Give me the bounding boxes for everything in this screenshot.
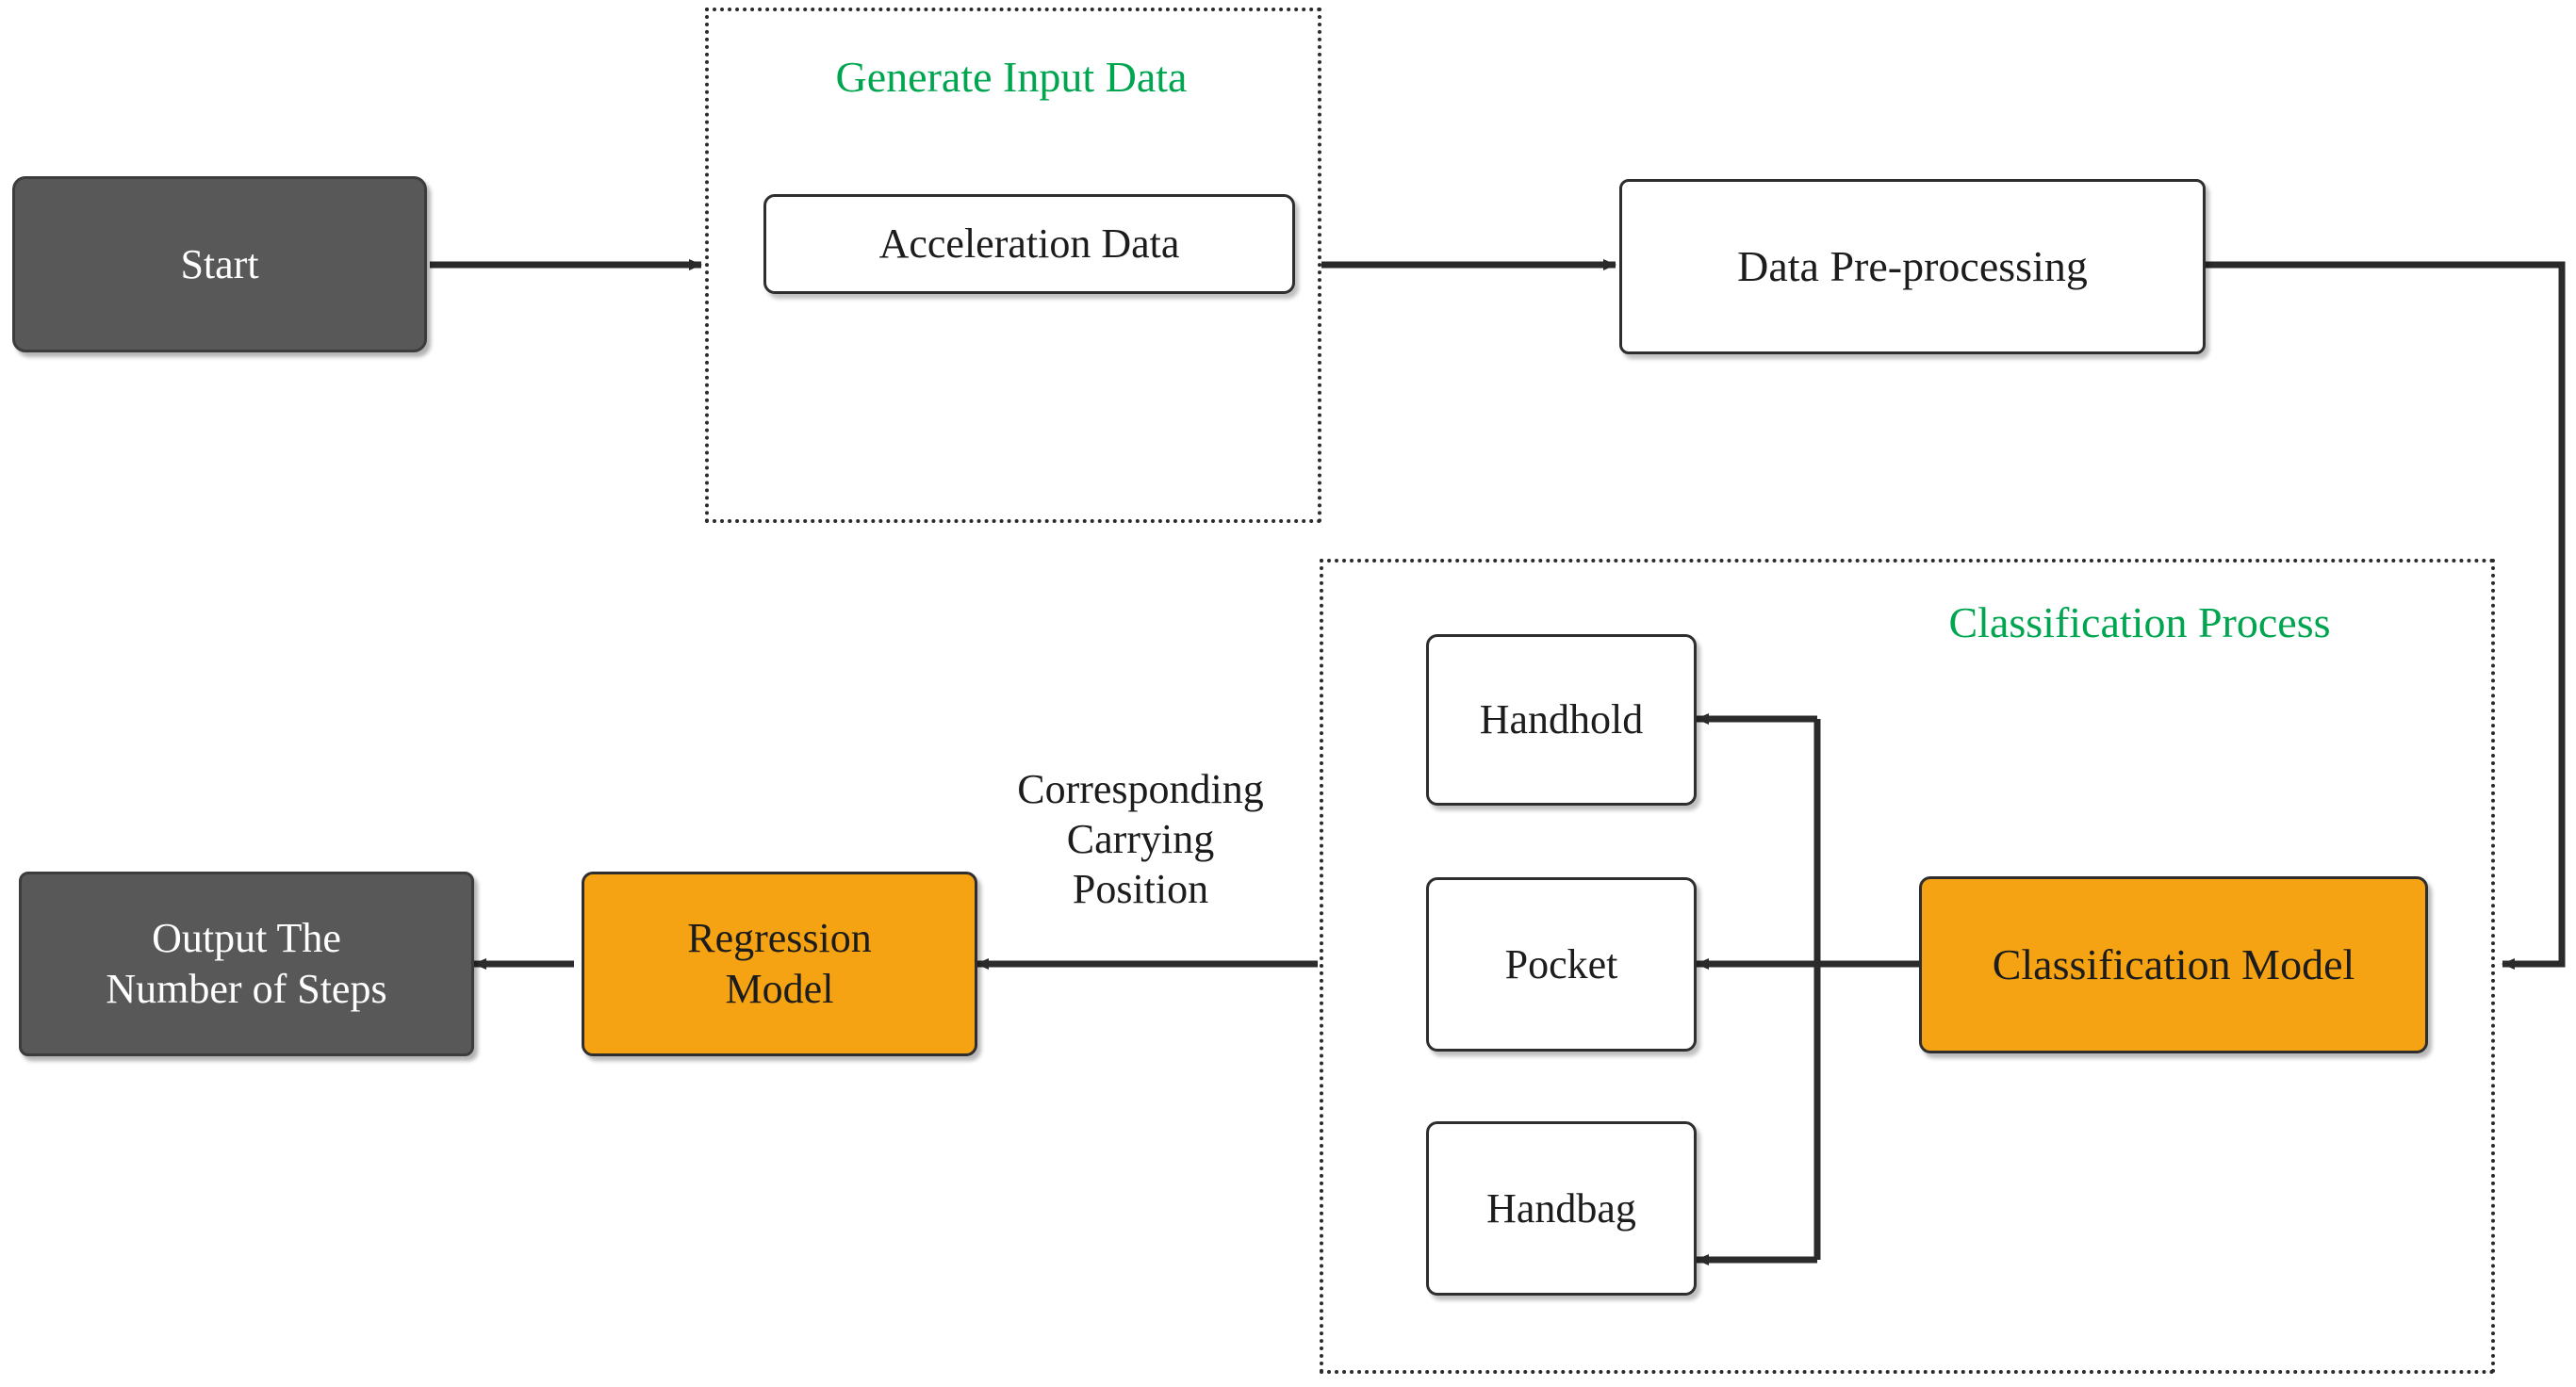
edge-label-corresponding-carrying-position: Corresponding Carrying Position: [1017, 766, 1264, 912]
node-start[interactable]: Start: [12, 176, 427, 352]
node-handhold-label: Handhold: [1479, 696, 1644, 743]
node-output-steps-label-line2: Number of Steps: [106, 966, 387, 1012]
edge-preprocessing-to-classification-process: [2206, 261, 2566, 970]
node-handbag-label: Handbag: [1486, 1184, 1636, 1232]
node-handbag[interactable]: Handbag: [1426, 1121, 1697, 1296]
group-title-classification-process: Classification Process: [1948, 598, 2331, 646]
node-acceleration-data-label: Acceleration Data: [878, 220, 1180, 268]
node-start-label: Start: [180, 240, 259, 287]
group-title-generate-input-data: Generate Input Data: [835, 53, 1188, 101]
node-handhold[interactable]: Handhold: [1426, 634, 1697, 806]
node-classification-model[interactable]: Classification Model: [1919, 876, 2428, 1053]
node-data-pre-processing[interactable]: Data Pre-processing: [1619, 179, 2206, 354]
group-classification-process: [1320, 559, 2495, 1374]
node-regression-model-label-line1: Regression: [687, 915, 872, 962]
node-regression-model-label-line2: Model: [725, 966, 834, 1012]
node-acceleration-data[interactable]: Acceleration Data: [763, 194, 1295, 294]
node-output-steps-label-line1: Output The: [152, 915, 341, 962]
group-generate-input-data: [705, 8, 1321, 523]
node-classification-model-label: Classification Model: [1992, 939, 2355, 988]
node-data-pre-processing-label: Data Pre-processing: [1737, 241, 2088, 290]
node-pocket-label: Pocket: [1504, 940, 1618, 987]
node-pocket[interactable]: Pocket: [1426, 877, 1697, 1052]
node-output-steps[interactable]: Output The Number of Steps: [19, 872, 474, 1056]
node-regression-model[interactable]: Regression Model: [582, 872, 977, 1056]
